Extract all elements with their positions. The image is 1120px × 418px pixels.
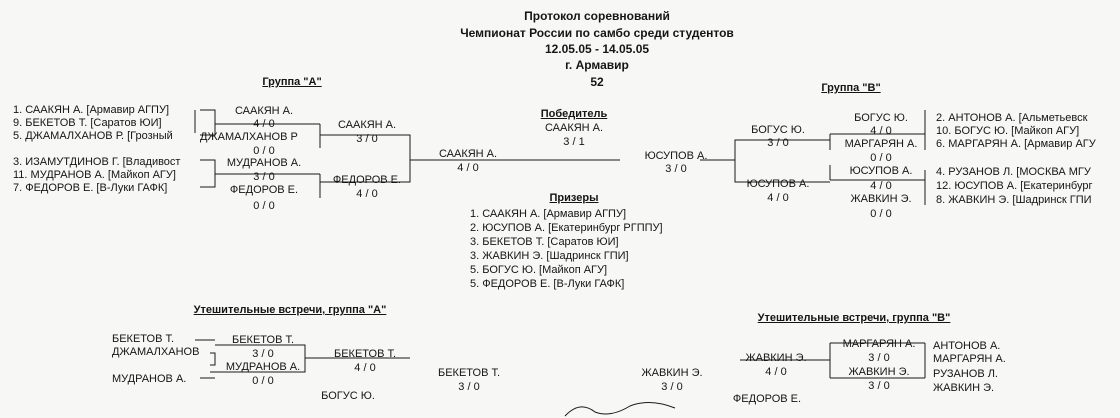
event-dates: 12.05.05 - 14.05.05 bbox=[544, 42, 650, 56]
consolation-a-r2-score: 4 / 0 bbox=[354, 362, 376, 374]
group-b-entry-5: 12. ЮСУПОВ А. [Екатеринбург bbox=[936, 180, 1093, 192]
group-b-entry-2: 10. БОГУС Ю. [Майкоп АГУ] bbox=[936, 125, 1080, 137]
consolation-a-r1b-score: 0 / 0 bbox=[252, 375, 274, 387]
consolation-a-r1-score: 3 / 0 bbox=[252, 348, 274, 360]
group-a-r1-score-2: 0 / 0 bbox=[253, 145, 275, 157]
group-b-r1-score-4: 0 / 0 bbox=[870, 208, 892, 220]
group-b-entry-3: 6. МАРГАРЯН А. [Армавир АГУ bbox=[936, 138, 1096, 150]
consolation-b-opponent: ФЕДОРОВ Е. bbox=[732, 393, 802, 405]
group-a-entry-2: 9. БЕКЕТОВ Т. [Саратов ЮИ] bbox=[13, 117, 162, 129]
consolation-b-label: Утешительные встречи, группа "В" bbox=[757, 312, 951, 324]
group-a-final-name: СААКЯН А. bbox=[438, 148, 498, 160]
group-a-entry-4: 3. ИЗАМУТДИНОВ Г. [Владивост bbox=[13, 156, 181, 168]
consolation-b-r2-score: 4 / 0 bbox=[765, 366, 787, 378]
group-a-r2-name-1: СААКЯН А. bbox=[337, 119, 397, 131]
group-a-r2-score-1: 3 / 0 bbox=[356, 133, 378, 145]
consolation-a-r1-name: БЕКЕТОВ Т. bbox=[231, 334, 295, 346]
consolation-a-label: Утешительные встречи, группа "А" bbox=[193, 304, 387, 316]
prize-1: 1. СААКЯН А. [Армавир АГПУ] bbox=[470, 208, 627, 220]
group-a-entry-6: 7. ФЕДОРОВ Е. [В-Луки ГАФК] bbox=[13, 182, 168, 194]
group-b-r2-name-1: БОГУС Ю. bbox=[751, 124, 805, 136]
group-b-entry-1: 2. АНТОНОВ А. [Альметьевск bbox=[936, 112, 1088, 124]
group-a-r1-name-1: СААКЯН А. bbox=[234, 105, 294, 117]
consolation-a-r1b-name: МУДРАНОВ А. bbox=[225, 361, 301, 373]
group-b-r1-score-2: 0 / 0 bbox=[870, 152, 892, 164]
prize-2: 2. ЮСУПОВ А. [Екатеринбург РГППУ] bbox=[470, 222, 663, 234]
consolation-b-entrant-2: МАРГАРЯН А. bbox=[933, 353, 1006, 365]
consolation-b-entrant-1: АНТОНОВ А. bbox=[933, 340, 1001, 352]
prize-4: 3. ЖАВКИН Э. [Шадринск ГПИ] bbox=[470, 250, 629, 262]
group-a-r1-score-1: 4 / 0 bbox=[253, 118, 275, 130]
group-a-r1-score-4: 0 / 0 bbox=[253, 200, 275, 212]
consolation-a-r2-name: БЕКЕТОВ Т. bbox=[333, 348, 397, 360]
group-b-r1-score-3: 4 / 0 bbox=[870, 180, 892, 192]
group-a-r2-name-2: ФЕДОРОВ Е. bbox=[332, 174, 402, 186]
event-city: г. Армавир bbox=[565, 58, 629, 72]
consolation-b-r2-name: ЖАВКИН Э. bbox=[745, 352, 807, 364]
consolation-b-entrant-3: РУЗАНОВ Л. bbox=[933, 368, 998, 380]
prize-3: 3. БЕКЕТОВ Т. [Саратов ЮИ] bbox=[470, 236, 619, 248]
winner-name: СААКЯН А. bbox=[544, 122, 604, 134]
group-a-entry-5: 11. МУДРАНОВ А. [Майкоп АГУ] bbox=[13, 169, 176, 181]
group-b-r1-name-3: ЮСУПОВ А. bbox=[849, 165, 913, 177]
group-a-r1-name-2: ДЖАМАЛХАНОВ Р bbox=[200, 131, 298, 143]
consolation-b-entrant-4: ЖАВКИН Э. bbox=[933, 382, 995, 394]
group-b-r2-name-2: ЮСУПОВ А. bbox=[746, 178, 810, 190]
group-b-entry-6: 8. ЖАВКИН Э. [Шадринск ГПИ bbox=[936, 194, 1092, 206]
consolation-a-opponent: БОГУС Ю. bbox=[321, 390, 375, 402]
group-b-final-score: 3 / 0 bbox=[665, 163, 687, 175]
winner-label: Победитель bbox=[540, 108, 608, 120]
group-b-r2-score-2: 4 / 0 bbox=[767, 192, 789, 204]
group-a-final-score: 4 / 0 bbox=[457, 162, 479, 174]
group-b-final-name: ЮСУПОВ А. bbox=[644, 150, 708, 162]
group-b-r1-name-4: ЖАВКИН Э. bbox=[850, 193, 912, 205]
group-b-r1-name-2: МАРГАРЯН А. bbox=[844, 138, 918, 150]
consolation-a-entrant-2: ДЖАМАЛХАНОВ bbox=[112, 346, 200, 358]
consolation-b-r1-name-2: ЖАВКИН Э. bbox=[848, 366, 910, 378]
prizes-label: Призеры bbox=[549, 192, 599, 204]
consolation-a-entrant-3: МУДРАНОВ А. bbox=[112, 373, 187, 385]
consolation-b-r1-name-1: МАРГАРЯН А. bbox=[842, 338, 916, 350]
group-a-entry-3: 5. ДЖАМАЛХАНОВ Р. [Грозный bbox=[13, 130, 173, 142]
championship-title: Чемпионат России по самбо среди студенто… bbox=[460, 26, 734, 40]
signature-scribble bbox=[564, 402, 676, 417]
group-b-entry-4: 4. РУЗАНОВ Л. [МОСКВА МГУ bbox=[936, 166, 1091, 178]
group-b-r1-score-1: 4 / 0 bbox=[870, 125, 892, 137]
consolation-b-r1-score-2: 3 / 0 bbox=[868, 380, 890, 392]
prize-6: 5. ФЕДОРОВ Е. [В-Луки ГАФК] bbox=[470, 278, 625, 290]
group-a-r2-score-2: 4 / 0 bbox=[356, 188, 378, 200]
consolation-a-final-score: 3 / 0 bbox=[458, 381, 480, 393]
group-a-r1-name-4: ФЕДОРОВ Е. bbox=[229, 184, 299, 196]
group-b-r2-score-1: 3 / 0 bbox=[767, 137, 789, 149]
consolation-b-final-score: 3 / 0 bbox=[661, 381, 683, 393]
group-a-label: Группа "А" bbox=[262, 76, 322, 88]
consolation-a-entrant-1: БЕКЕТОВ Т. bbox=[112, 333, 175, 345]
group-a-r1-name-3: МУДРАНОВ А. bbox=[226, 157, 302, 169]
prize-5: 5. БОГУС Ю. [Майкоп АГУ] bbox=[470, 264, 608, 276]
consolation-b-final-name: ЖАВКИН Э. bbox=[641, 367, 703, 379]
consolation-a-final-name: БЕКЕТОВ Т. bbox=[437, 367, 501, 379]
consolation-b-r1-score-1: 3 / 0 bbox=[868, 352, 890, 364]
group-b-label: Группа "В" bbox=[821, 82, 881, 94]
group-a-entry-1: 1. СААКЯН А. [Армавир АГПУ] bbox=[13, 104, 170, 116]
winner-score: 3 / 1 bbox=[563, 136, 585, 148]
group-b-r1-name-1: БОГУС Ю. bbox=[854, 112, 908, 124]
weight-category: 52 bbox=[590, 75, 604, 89]
group-a-r1-score-3: 3 / 0 bbox=[253, 171, 275, 183]
protocol-title: Протокол соревнований bbox=[524, 9, 670, 23]
